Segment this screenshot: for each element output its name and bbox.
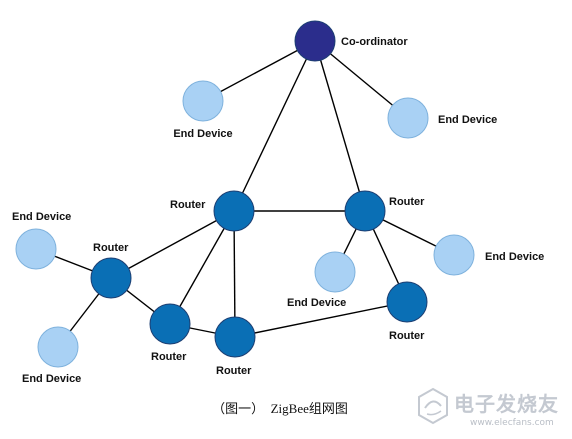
end-device-label: End Device xyxy=(12,211,71,223)
elecfans-logo-icon xyxy=(418,387,448,425)
link-router_l-router_bc xyxy=(233,210,236,338)
end-device-node xyxy=(37,326,79,368)
router-node xyxy=(213,190,255,232)
coordinator-node xyxy=(294,20,336,62)
end-device-label: End Device xyxy=(438,114,497,126)
coordinator-label: Co-ordinator xyxy=(341,36,408,48)
router-node xyxy=(149,303,191,345)
end-device-node xyxy=(387,97,429,139)
link-coordinator-ed_left_top xyxy=(202,40,316,102)
end-device-node xyxy=(15,228,57,270)
link-coordinator-router_l xyxy=(233,40,316,212)
router-label: Router xyxy=(216,365,252,377)
end-device-node xyxy=(314,251,356,293)
router-node xyxy=(386,281,428,323)
router-label: Router xyxy=(389,196,425,208)
link-router_bc-router_br xyxy=(234,301,408,338)
link-router_l-router_left xyxy=(110,210,235,279)
end-device-node xyxy=(433,234,475,276)
router-label: Router xyxy=(170,199,206,211)
link-router_l-router_bl xyxy=(169,210,235,325)
end-device-label: End Device xyxy=(485,251,544,263)
router-node xyxy=(214,316,256,358)
link-coordinator-router_r xyxy=(314,40,366,212)
router-node xyxy=(90,257,132,299)
end-device-label: End Device xyxy=(173,128,232,140)
end-device-label: End Device xyxy=(22,373,81,385)
end-device-node xyxy=(182,80,224,122)
router-label: Router xyxy=(151,351,187,363)
end-device-label: End Device xyxy=(287,297,346,309)
router-label: Router xyxy=(389,330,425,342)
router-label: Router xyxy=(93,242,129,254)
router-node xyxy=(344,190,386,232)
watermark-url: www.elecfans.com xyxy=(470,418,554,428)
watermark-logo: 电子发烧友 www.elecfans.com xyxy=(412,384,562,434)
watermark-name: 电子发烧友 xyxy=(454,392,559,416)
figure-caption: （图一） ZigBee组网图 xyxy=(212,401,348,416)
